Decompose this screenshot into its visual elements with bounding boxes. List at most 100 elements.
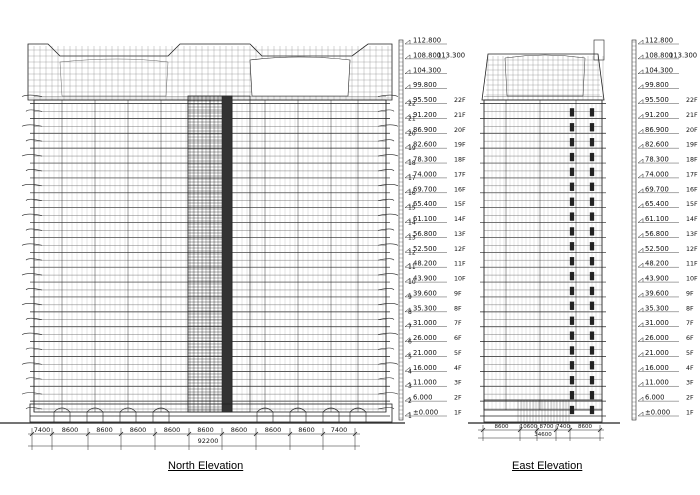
north-balcony-curve-right <box>377 184 399 187</box>
north-dim-slash <box>186 431 192 437</box>
north-level-marker <box>404 158 411 164</box>
north-balcony-curve-left <box>21 94 43 97</box>
north-roof-opening <box>249 56 351 97</box>
north-level-elevation: 52.500 <box>413 245 437 253</box>
north-ground-arch <box>322 407 340 422</box>
north-balcony-curve-right <box>377 154 399 157</box>
north-level-elevation: 82.600 <box>413 141 437 149</box>
north-floor-index-mark: 9 <box>408 294 412 301</box>
north-level-marker <box>404 411 411 417</box>
east-level-elevation: 104.300 <box>645 66 673 74</box>
north-level-marker <box>404 128 411 134</box>
east-window-block <box>569 212 575 221</box>
north-dim-label: 8600 <box>231 426 248 434</box>
north-level-marker <box>404 218 411 223</box>
north-balcony-curve-right <box>377 273 399 276</box>
east-level-marker <box>637 381 644 387</box>
north-floor-index-mark: 5 <box>408 353 412 360</box>
north-floor-label: 8F <box>454 305 462 312</box>
east-window-block <box>589 301 595 310</box>
east-window-block <box>569 390 575 400</box>
east-level-elevation: 61.100 <box>645 215 669 223</box>
north-floor-index-mark: 15 <box>408 205 416 212</box>
north-level-elevation: 69.700 <box>413 185 437 193</box>
east-dim-slash <box>553 427 559 433</box>
north-balcony-curve-left <box>25 258 43 261</box>
east-window-block <box>569 286 575 296</box>
north-balcony-curve-left <box>25 347 43 350</box>
north-floor-label: 17F <box>454 171 466 178</box>
north-floor-index-mark: 17 <box>408 175 416 182</box>
north-level-elevation: 16.000 <box>413 364 437 372</box>
north-level-marker <box>404 322 411 327</box>
north-level-marker <box>404 351 411 357</box>
north-balcony-curve-left <box>25 228 43 231</box>
east-level-elevation: 91.200 <box>645 111 669 119</box>
north-balcony-curve-right <box>377 332 399 335</box>
north-dim-slash <box>253 431 259 437</box>
north-floor-label: 6F <box>454 335 462 342</box>
north-balcony-curve-left <box>21 332 43 335</box>
north-balcony-curve-right <box>377 243 399 246</box>
east-roof-mast <box>593 39 605 61</box>
east-level-elevation: 52.500 <box>645 245 669 253</box>
east-elevation-caption: East Elevation <box>512 460 583 472</box>
east-window-block <box>569 138 575 147</box>
north-floor-label: 14F <box>454 216 466 223</box>
east-level-elevation: 86.900 <box>645 126 669 134</box>
north-floor-index-mark: 4 <box>408 368 412 375</box>
north-podium <box>29 403 393 423</box>
north-ground-arch <box>289 407 307 422</box>
east-floor-label: 20F <box>686 127 698 134</box>
east-window-block <box>569 123 575 132</box>
east-window-block <box>589 271 595 281</box>
east-level-elevation: 21.000 <box>645 349 669 357</box>
east-level-marker <box>637 158 644 164</box>
north-floor-label: 12F <box>454 246 466 253</box>
east-level-elevation: 112.800 <box>645 37 673 45</box>
east-level-elevation-parapet: 113.300 <box>669 51 697 59</box>
east-window-block <box>569 316 575 325</box>
east-dim-label: 8600 <box>578 424 592 430</box>
east-level-elevation: 99.800 <box>645 81 669 89</box>
north-dim-label: 8600 <box>130 426 147 434</box>
north-balcony-curve-left <box>25 377 43 380</box>
east-window-block <box>569 346 575 355</box>
north-elevation-caption: North Elevation <box>168 460 244 472</box>
east-window-block <box>569 405 575 415</box>
east-level-elevation: 11.000 <box>645 379 669 387</box>
east-elevation-building <box>468 39 620 424</box>
north-level-marker <box>404 247 411 253</box>
north-floor-label: 13F <box>454 231 466 238</box>
east-floor-label: 4F <box>686 365 694 372</box>
north-level-marker <box>404 337 411 342</box>
east-floor-label: 2F <box>686 395 694 402</box>
east-floor-label: 16F <box>686 186 698 193</box>
east-level-elevation: 82.600 <box>645 141 669 149</box>
east-level-marker <box>637 322 644 327</box>
north-balcony-curve-right <box>377 94 399 97</box>
north-floor-label: 20F <box>454 127 466 134</box>
east-dim-slash <box>597 427 603 433</box>
north-balcony-curve-right <box>377 362 399 365</box>
east-level-elevation: 26.000 <box>645 334 669 342</box>
north-floor-index-mark: 10 <box>408 279 416 286</box>
north-level-elevation: 78.300 <box>413 156 437 164</box>
north-dim-slash <box>352 431 358 437</box>
east-level-marker <box>637 98 644 104</box>
north-level-elevation: 86.900 <box>413 126 437 134</box>
east-roof-terrace <box>504 54 586 97</box>
east-level-marker <box>637 203 644 208</box>
north-level-marker <box>404 366 411 372</box>
east-window-block <box>569 152 575 162</box>
north-level-marker <box>404 277 411 283</box>
north-balcony-curve-right <box>377 377 395 380</box>
east-dim-slash <box>480 427 486 433</box>
east-floor-label: 9F <box>686 290 694 297</box>
north-balcony-curve-left <box>25 407 43 410</box>
north-floor-index-mark: 3 <box>408 383 412 390</box>
east-level-marker <box>637 143 644 149</box>
north-dim-label: 8600 <box>298 426 315 434</box>
